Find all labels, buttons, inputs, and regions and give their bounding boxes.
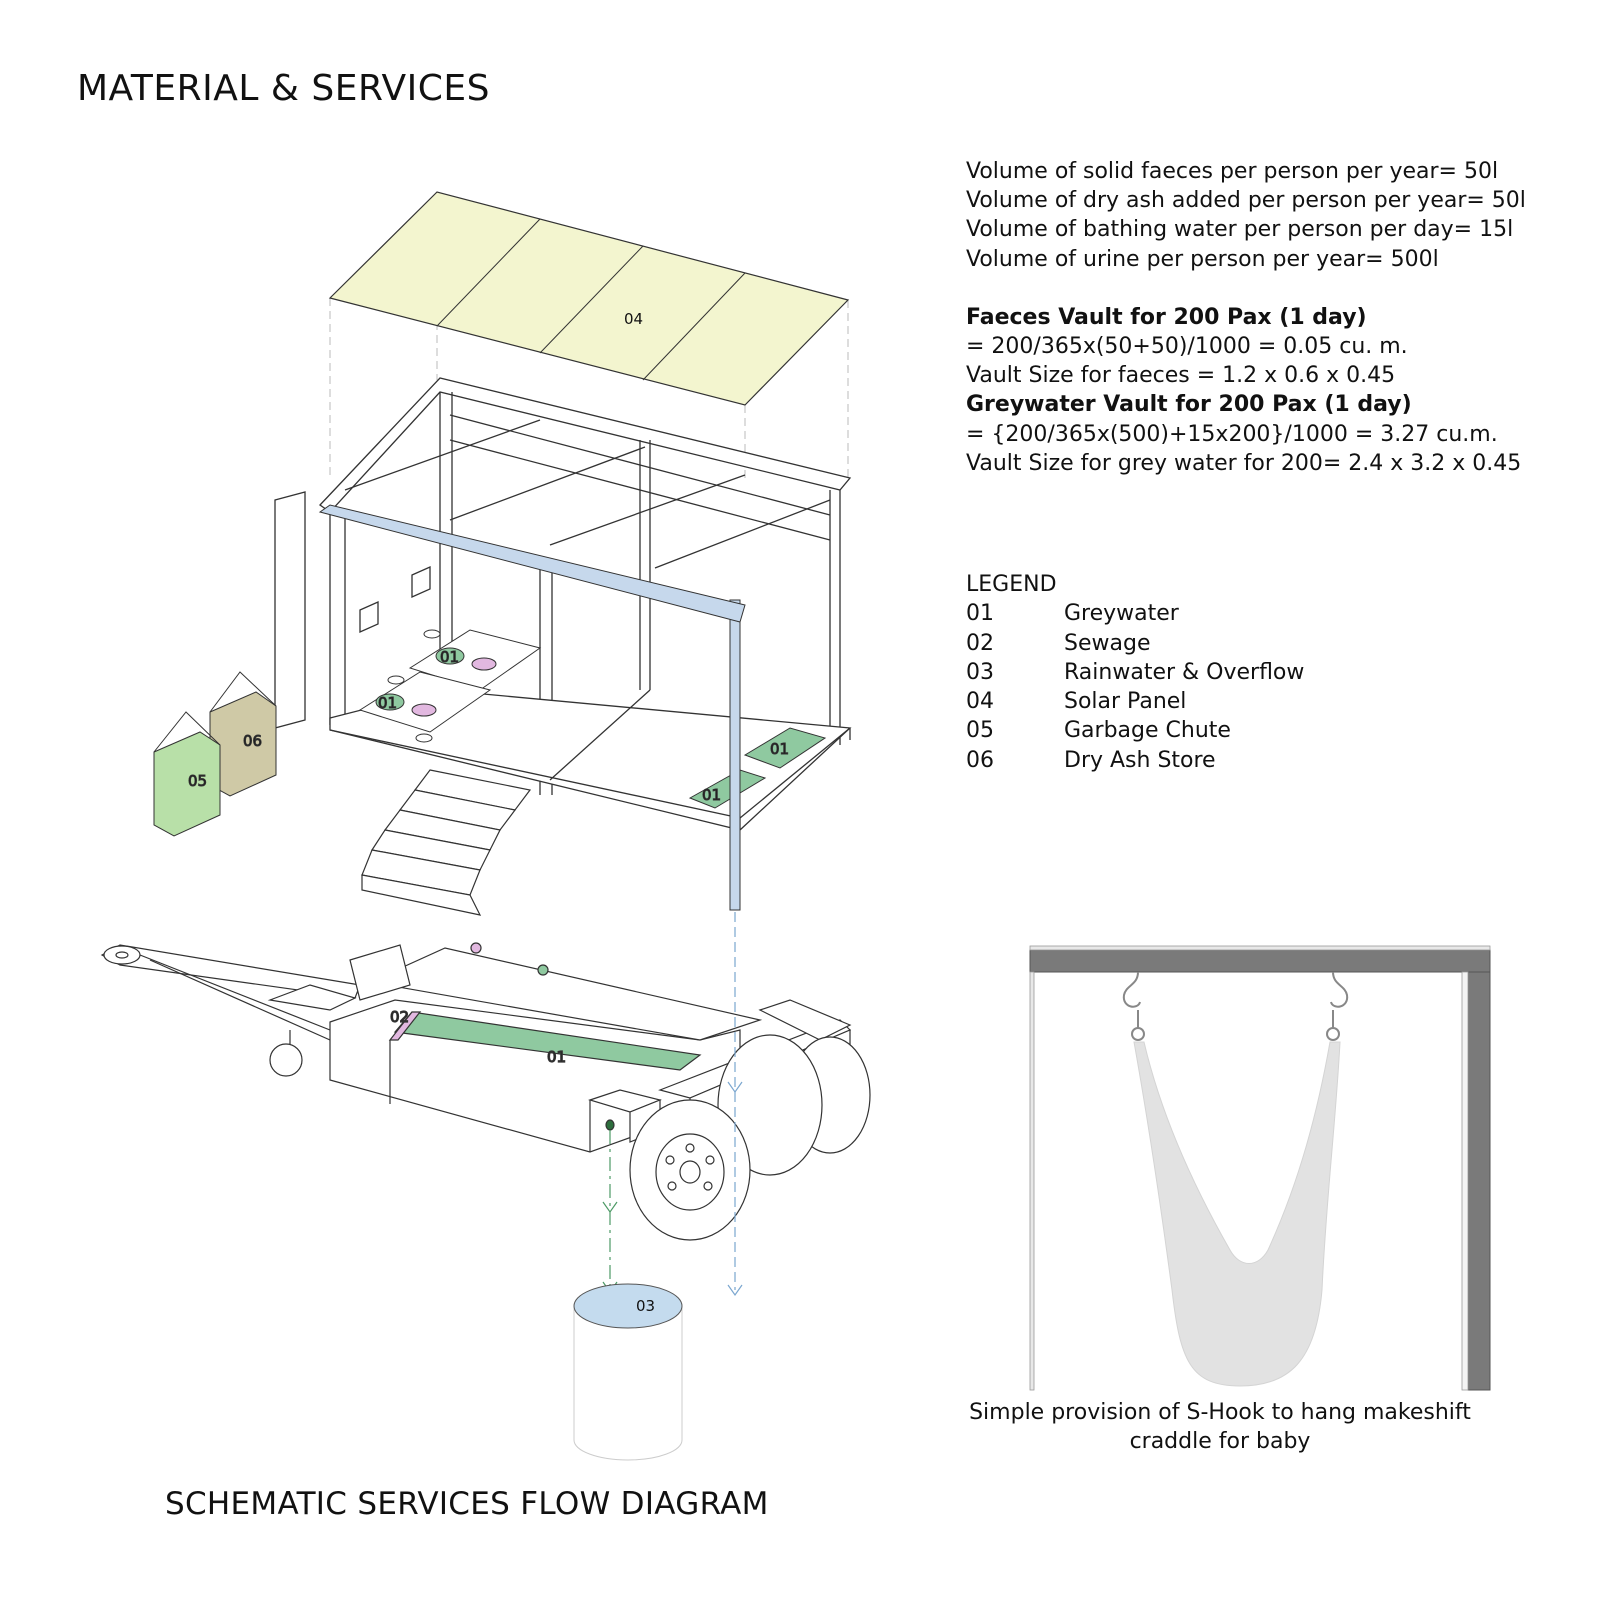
calc-line: Volume of dry ash added per person per y… [966,188,1526,214]
solar-panel-label: 04 [624,310,643,328]
legend-item: 02 Sewage [966,629,1304,658]
downpipe [318,504,746,911]
legend-code: 01 [966,601,994,627]
calc-line: Volume of urine per person per year= 500… [966,246,1439,272]
floor-drain-label-2: 01 [702,786,721,804]
legend-label: Rainwater & Overflow [1064,659,1305,685]
s-hook-icon [1122,971,1145,1041]
trailer-wheels [629,1034,871,1241]
legend-label: Sewage [1064,630,1151,656]
legend-item: 01 Greywater [966,599,1304,628]
dry-ash-store-label: 06 [243,732,262,750]
steps [361,769,532,916]
faeces-vault-formula: = 200/365x(50+50)/1000 = 0.05 cu. m. [966,334,1408,360]
flow-lines [602,912,743,1297]
calc-line: Volume of bathing water per person per d… [966,217,1514,243]
legend-code: 03 [966,659,994,685]
legend-label: Solar Panel [1064,689,1187,715]
legend-code: 02 [966,630,994,656]
cradle-caption: Simple provision of S-Hook to hang makes… [969,1400,1471,1454]
spacer [966,274,1586,303]
floor-drains: 01 01 [688,727,827,809]
rainwater-tank-label: 03 [636,1297,655,1315]
toilet-fixtures: 01 01 [358,629,542,743]
dry-ash-store: 06 [209,671,277,797]
legend-label: Dry Ash Store [1064,747,1216,773]
legend-code: 06 [966,747,994,773]
legend-heading: LEGEND [966,572,1057,597]
legend-item: 03 Rainwater & Overflow [966,658,1304,687]
legend-code: 05 [966,718,994,744]
diagram-caption: SCHEMATIC SERVICES FLOW DIAGRAM [165,1486,769,1522]
greywater-vault-size: Vault Size for grey water for 200= 2.4 x… [966,450,1522,476]
faeces-vault-size: Vault Size for faeces = 1.2 x 0.6 x 0.45 [966,363,1396,389]
s-hook-icon [1326,971,1349,1041]
calculations-block: Volume of solid faeces per person per ye… [966,157,1586,478]
garbage-chute: 05 [153,711,221,837]
fixture-greywater-label-1: 01 [440,648,459,666]
greywater-tank-label: 01 [547,1048,566,1066]
legend-item: 04 Solar Panel [966,687,1304,716]
sewage-tank-label: 02 [390,1008,409,1026]
greywater-vault-heading: Greywater Vault for 200 Pax (1 day) [966,392,1412,418]
page-title: MATERIAL & SERVICES [77,68,491,109]
calc-line: Volume of solid faeces per person per ye… [966,159,1499,184]
legend-label: Garbage Chute [1064,718,1231,744]
fixture-greywater-label-2: 01 [378,694,397,712]
garbage-chute-label: 05 [188,772,207,790]
legend-code: 04 [966,689,994,715]
legend-item: 05 Garbage Chute [966,716,1304,745]
rainwater-tank: 03 [573,1283,683,1461]
cradle-illustration [1029,945,1491,1391]
floor-drain-label-1: 01 [770,740,789,758]
legend-item: 06 Dry Ash Store [966,746,1304,775]
solar-panel: 04 [328,191,850,406]
legend-label: Greywater [1064,601,1179,627]
greywater-vault-formula: = {200/365x(500)+15x200}/1000 = 3.27 cu.… [966,421,1498,447]
cradle-sling [1133,1041,1341,1387]
legend: LEGEND 01 Greywater 02 Sewage 03 Rainwat… [966,570,1304,775]
faeces-vault-heading: Faeces Vault for 200 Pax (1 day) [966,304,1367,330]
